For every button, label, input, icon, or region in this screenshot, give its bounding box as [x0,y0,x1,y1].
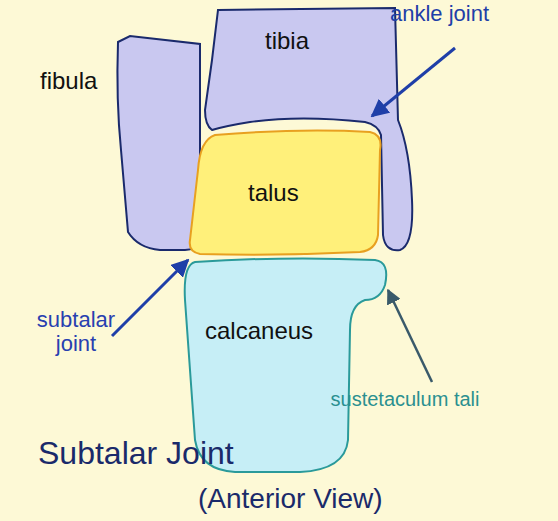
part-label: sustetaculum tali [330,388,480,410]
sustentaculum-pointer [388,290,432,382]
subtalar-joint-pointer [112,260,188,336]
ankle-joint-pointer [372,48,455,116]
joint-label: ankle joint [390,2,489,26]
bone-name: tibia [265,28,309,54]
joint-label: subtalar joint [30,308,122,356]
bone-shape [190,131,381,255]
diagram-caption: (Anterior View) [198,484,383,515]
fibula-bone: fibula [30,30,205,255]
talus-bone: talus [185,120,390,260]
bone-name: talus [248,180,299,206]
bone-outline [30,30,205,255]
bone-name: calcaneus [205,318,313,344]
bone-shape [117,36,200,250]
bone-name: fibula [40,68,97,94]
diagram-title: Subtalar Joint [38,436,234,471]
